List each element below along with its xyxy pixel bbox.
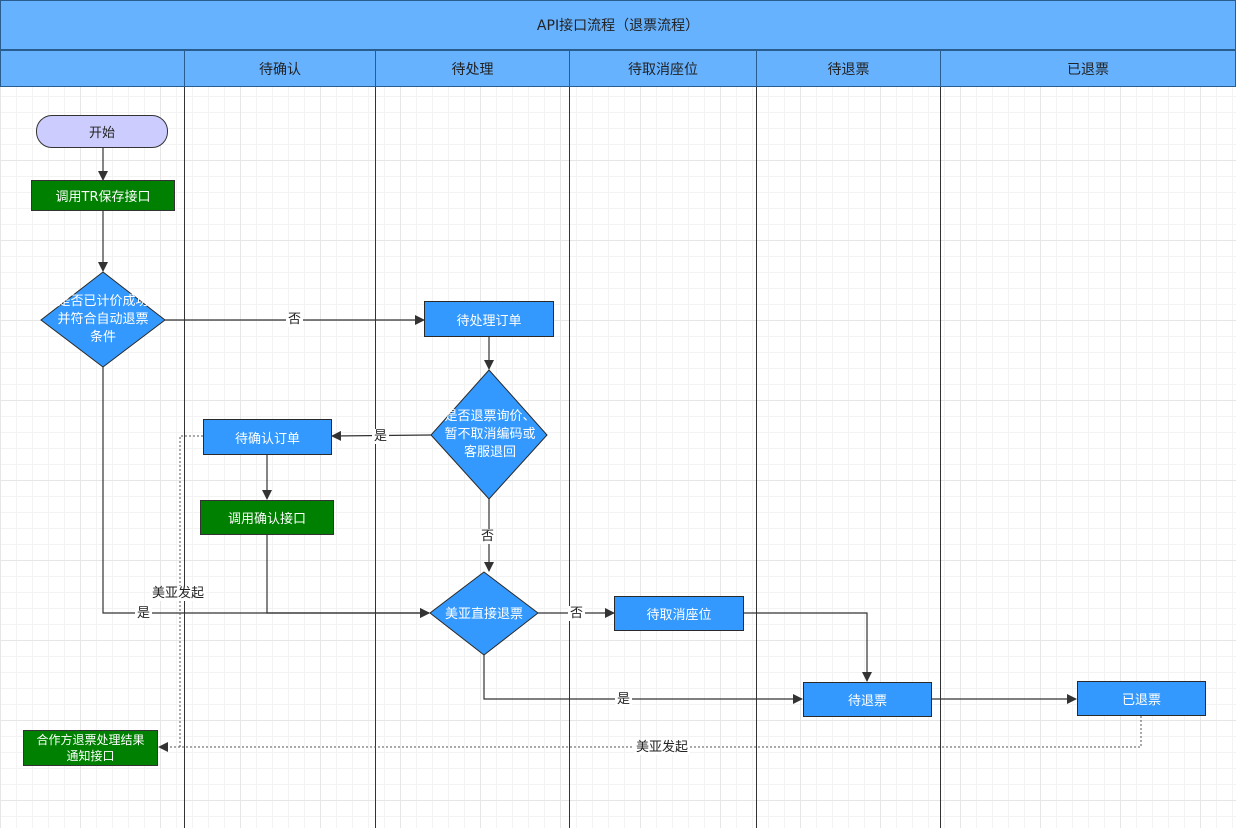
lane-divider — [375, 87, 376, 828]
pending-order-node: 待处理订单 — [424, 301, 554, 337]
partner-notify-node: 合作方退票处理结果通知接口 — [23, 730, 158, 766]
start-node: 开始 — [36, 115, 168, 148]
decision-inquiry-label: 是否退票询价、暂不取消编码或客服退回 — [444, 409, 536, 460]
pending-refund-node: 待退票 — [803, 682, 932, 717]
lane-header-0 — [0, 50, 185, 87]
lane-divider — [184, 87, 185, 828]
edge-label-no: 否 — [286, 312, 304, 327]
lane-header-pending-refund: 待退票 — [756, 50, 941, 87]
edge-label-yes: 是 — [372, 429, 390, 444]
edge-label-yes: 是 — [615, 692, 633, 707]
lane-divider — [569, 87, 570, 828]
confirm-order-node: 待确认订单 — [203, 419, 332, 455]
decision-direct-label: 美亚直接退票 — [444, 607, 523, 622]
edge-label-meiya: 美亚发起 — [150, 586, 207, 601]
edge-label-no: 否 — [479, 529, 497, 544]
decision-priced-label: 是否已计价成功并符合自动退票条件 — [57, 294, 149, 345]
edge-label-no: 否 — [568, 606, 586, 621]
lane-header-pending-cancel-seat: 待取消座位 — [569, 50, 757, 87]
edge-cancel-to-refund — [743, 612, 872, 682]
call-confirm-node: 调用确认接口 — [200, 500, 334, 535]
edge-label-yes: 是 — [135, 606, 153, 621]
lane-divider — [940, 87, 941, 828]
diagram-title: API接口流程（退票流程） — [0, 0, 1236, 50]
edge-call-to-direct — [266, 535, 430, 618]
lane-divider — [756, 87, 757, 828]
edge-label-meiya: 美亚发起 — [634, 740, 691, 755]
edge-refunded-notify — [158, 716, 1142, 752]
refunded-node: 已退票 — [1077, 681, 1206, 716]
edge-direct-yes — [483, 655, 803, 704]
edge-priced-yes — [102, 367, 430, 618]
lane-header-pending-process: 待处理 — [375, 50, 570, 87]
call-tr-save-node: 调用TR保存接口 — [31, 180, 175, 211]
cancel-seat-node: 待取消座位 — [614, 596, 744, 631]
